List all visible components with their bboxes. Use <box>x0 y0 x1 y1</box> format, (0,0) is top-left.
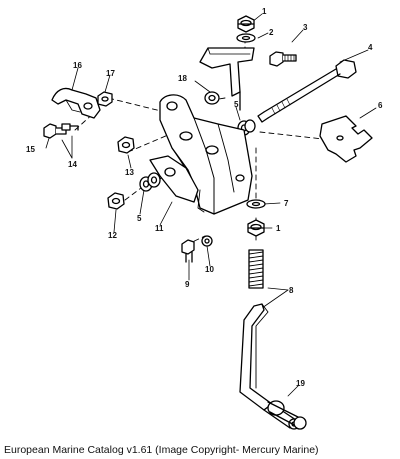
shift-handle-part <box>239 303 307 430</box>
callout-6: 6 <box>378 101 383 110</box>
callout-5-upper: 5 <box>234 100 239 109</box>
lower-washer-part <box>246 199 266 209</box>
callout-4: 4 <box>368 43 373 52</box>
callout-8: 8 <box>289 286 294 295</box>
top-washer-part <box>236 33 256 43</box>
upper-bracket-part <box>199 47 255 111</box>
callout-19: 19 <box>296 379 305 388</box>
long-bolt-part <box>257 59 357 123</box>
callout-2: 2 <box>269 28 274 37</box>
callout-16: 16 <box>73 61 82 70</box>
spring-part <box>248 249 264 289</box>
lower-washer-stack-part <box>139 172 161 192</box>
image-caption: European Marine Catalog v1.61 (Image Cop… <box>4 444 319 456</box>
callout-11: 11 <box>155 224 164 233</box>
bracket-plate-part <box>319 115 373 163</box>
callout-10: 10 <box>205 265 214 274</box>
mid-nut-part <box>117 136 135 154</box>
callout-3: 3 <box>303 23 308 32</box>
bushing-part <box>204 91 220 105</box>
callout-labels: 1 2 3 4 5 6 7 1 8 16 17 18 15 14 13 5 11… <box>26 7 383 388</box>
callout-12: 12 <box>108 231 117 240</box>
callout-13: 13 <box>125 168 134 177</box>
leader-lines <box>45 13 377 397</box>
small-bolt-part <box>181 235 213 263</box>
diagram-canvas: 1 2 3 4 5 6 7 1 8 16 17 18 15 14 13 5 11… <box>26 7 383 430</box>
callout-1-lower: 1 <box>276 224 281 233</box>
callout-9: 9 <box>185 280 190 289</box>
small-screw-part <box>269 51 297 67</box>
callout-15: 15 <box>26 145 35 154</box>
lower-nut-part <box>247 219 265 237</box>
clip-part <box>51 87 101 119</box>
main-bracket-part <box>149 94 253 215</box>
callout-14: 14 <box>68 160 77 169</box>
callout-17: 17 <box>106 69 115 78</box>
callout-5-lower: 5 <box>137 214 142 223</box>
clip-nut-part <box>97 91 113 107</box>
top-nut-part <box>237 15 255 33</box>
callout-18: 18 <box>178 74 187 83</box>
callout-7: 7 <box>284 199 289 208</box>
lower-left-nut-part <box>107 192 125 210</box>
clip-screws-part <box>43 123 79 139</box>
callout-1-top: 1 <box>262 7 267 16</box>
